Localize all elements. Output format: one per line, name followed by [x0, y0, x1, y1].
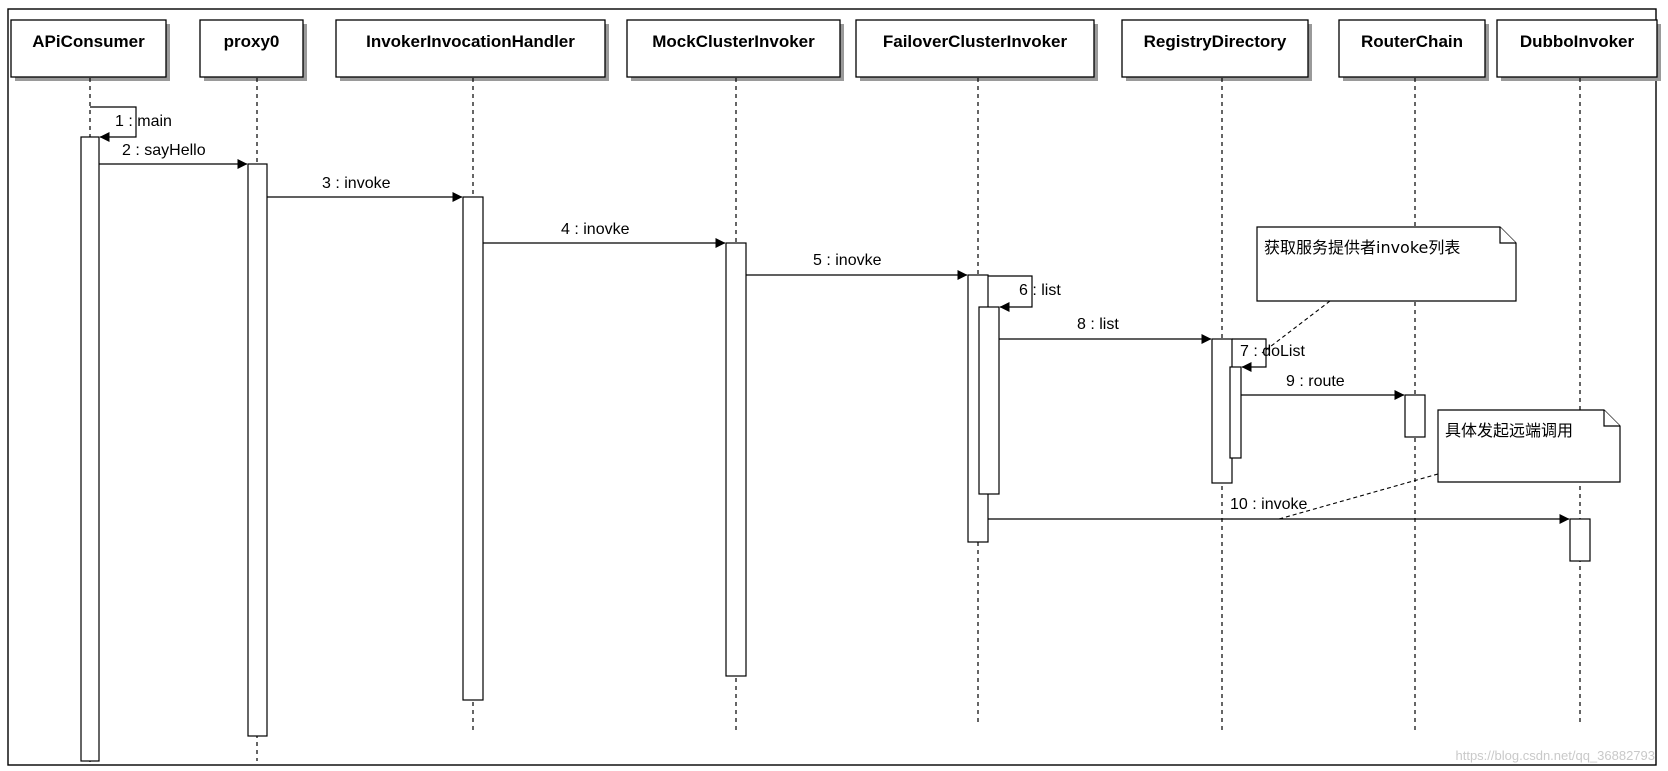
lifeline-apiconsumer-name: APiConsumer	[32, 32, 145, 51]
lifeline-routerchain-name: RouterChain	[1361, 32, 1463, 51]
message-9-label: 9 : route	[1286, 373, 1345, 390]
message-4: 4 : inovke	[483, 221, 726, 248]
note-provider-list-body	[1256, 226, 1517, 302]
lifeline-dubboinvoker-box	[1496, 19, 1658, 78]
lifeline-registrydirectory-box	[1121, 19, 1309, 78]
message-5: 5 : inovke	[746, 252, 968, 280]
lifeline-registrydirectory-name: RegistryDirectory	[1144, 32, 1287, 51]
message-5-label: 5 : inovke	[813, 252, 882, 269]
lifeline-invokerinvocationhandler-box	[335, 19, 606, 78]
message-9: 9 : route	[1241, 373, 1405, 400]
message-3: 3 : invoke	[267, 175, 463, 202]
watermark: https://blog.csdn.net/qq_36882793	[1456, 748, 1656, 763]
note-provider-list-text: 获取服务提供者invoke列表	[1264, 238, 1460, 257]
lifeline-proxy0-box	[199, 19, 304, 78]
lifeline-apiconsumer-box	[10, 19, 167, 78]
message-8: 8 : list	[999, 316, 1212, 344]
message-6-arrow	[988, 275, 1033, 312]
activation-apiconsumer	[80, 136, 100, 762]
message-1-arrow	[90, 106, 137, 142]
message-2: 2 : sayHello	[99, 142, 248, 169]
note-remote-call-text: 具体发起远端调用	[1445, 421, 1573, 440]
lifeline-failoverclusterinvoker: FailoverClusterInvoker	[855, 19, 1098, 725]
note-remote-call: 具体发起远端调用	[1278, 409, 1621, 520]
lifeline-mockclusterinvoker-box	[626, 19, 841, 78]
activation-routerchain	[1404, 394, 1426, 438]
message-1-label: 1 : main	[115, 113, 172, 130]
message-2-label: 2 : sayHello	[122, 142, 206, 159]
note-remote-call-fold	[1603, 410, 1620, 427]
message-10: 10 : invoke	[988, 496, 1570, 524]
lifeline-routerchain-box	[1338, 19, 1486, 78]
note-provider-list-connector	[1261, 300, 1331, 354]
message-7-label: 7 : doList	[1240, 343, 1305, 360]
lifeline-registrydirectory: RegistryDirectory	[1121, 19, 1312, 733]
lifeline-routerchain: RouterChain	[1338, 19, 1489, 733]
lifeline-mockclusterinvoker: MockClusterInvoker	[626, 19, 844, 733]
activation-invokerinvocationhandler	[462, 196, 484, 701]
message-4-label: 4 : inovke	[561, 221, 630, 238]
message-6-label: 6 : list	[1019, 282, 1061, 299]
activation-failoverclusterinvoker-nested	[978, 306, 1000, 495]
message-6: 6 : list	[988, 275, 1061, 312]
activation-registrydirectory-nested	[1229, 366, 1242, 459]
lifeline-proxy0-name: proxy0	[224, 32, 280, 51]
message-7-arrow	[1232, 338, 1267, 372]
lifeline-mockclusterinvoker-name: MockClusterInvoker	[652, 32, 815, 51]
lifeline-invokerinvocationhandler-name: InvokerInvocationHandler	[366, 32, 575, 51]
note-remote-call-body	[1437, 409, 1621, 483]
lifeline-invokerinvocationhandler: InvokerInvocationHandler	[335, 19, 609, 733]
diagram-frame	[7, 8, 1657, 766]
note-provider-list-fold	[1499, 227, 1516, 244]
activation-proxy0	[247, 163, 268, 737]
message-7: 7 : doList	[1232, 338, 1305, 372]
activation-dubboinvoker	[1569, 518, 1591, 562]
message-3-label: 3 : invoke	[322, 175, 391, 192]
message-1: 1 : main	[90, 106, 172, 142]
note-provider-list: 获取服务提供者invoke列表	[1256, 226, 1517, 354]
lifeline-dubboinvoker-name: DubboInvoker	[1520, 32, 1635, 51]
lifeline-failoverclusterinvoker-box	[855, 19, 1095, 78]
message-10-label: 10 : invoke	[1230, 496, 1307, 513]
lifeline-dubboinvoker: DubboInvoker	[1496, 19, 1661, 725]
activation-mockclusterinvoker	[725, 242, 747, 677]
message-8-label: 8 : list	[1077, 316, 1119, 333]
lifeline-failoverclusterinvoker-name: FailoverClusterInvoker	[883, 32, 1068, 51]
activation-registrydirectory	[1211, 338, 1233, 484]
